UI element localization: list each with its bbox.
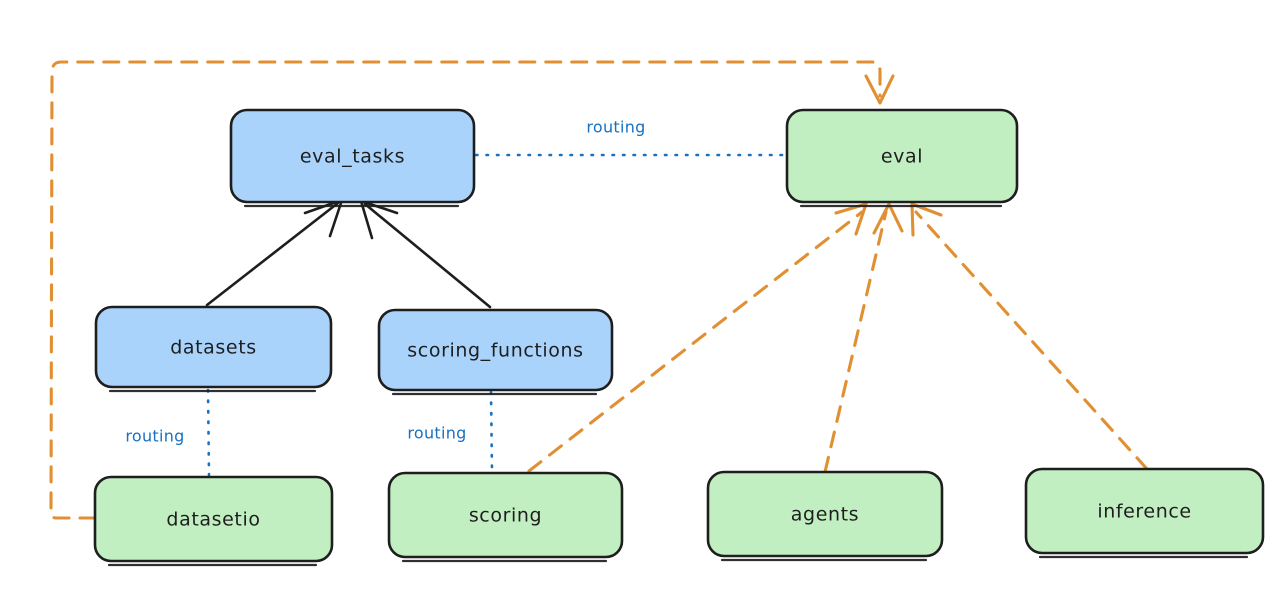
node-agents[interactable]: agents (706, 470, 944, 562)
edge-label-group: routing routing routing (125, 118, 645, 446)
node-label-scoring_functions: scoring_functions (407, 340, 583, 362)
edge-scoring_functions-to-scoring[interactable] (489, 390, 494, 474)
node-group: eval_tasks eval datasets scoring_functionsd… (93, 108, 1265, 567)
node-eval_tasks[interactable]: eval_tasks (229, 108, 476, 208)
edge-label-routing-scoring-functions-scoring: routing (407, 424, 466, 443)
edge-scoring-to-eval[interactable] (527, 202, 868, 473)
node-box-scoring_functions[interactable] (377, 308, 614, 392)
node-box-eval[interactable] (785, 108, 1019, 204)
node-label-scoring: scoring (469, 505, 542, 527)
node-scoring[interactable]: scoring (387, 471, 624, 563)
node-scoring_functions[interactable]: scoring_functions (377, 308, 614, 396)
node-box-inference[interactable] (1024, 467, 1265, 555)
edge-label-routing-datasets-datasetio: routing (125, 427, 184, 446)
node-box-eval_tasks[interactable] (229, 108, 476, 204)
node-box-agents[interactable] (706, 470, 944, 558)
node-eval[interactable]: eval (785, 108, 1019, 208)
edge-datasets-to-datasetio[interactable] (206, 388, 211, 477)
node-label-agents: agents (791, 504, 859, 526)
node-label-inference: inference (1097, 501, 1191, 523)
edge-datasets-to-eval_tasks[interactable] (205, 198, 344, 307)
node-label-datasets: datasets (170, 337, 257, 359)
node-label-datasetio: datasetio (166, 509, 260, 531)
edge-label-routing-eval-tasks-eval: routing (586, 118, 645, 137)
edge-scoring_functions-to-eval_tasks[interactable] (359, 199, 492, 309)
node-datasets[interactable]: datasets (94, 305, 333, 393)
node-box-scoring[interactable] (387, 471, 624, 559)
node-datasetio[interactable]: datasetio (93, 475, 334, 567)
edge-inference-to-eval[interactable] (910, 202, 1149, 471)
node-box-datasets[interactable] (94, 305, 333, 389)
edge-group-composition (205, 198, 492, 309)
edge-group-dependencies (49, 60, 1149, 520)
node-box-datasetio[interactable] (93, 475, 334, 563)
node-inference[interactable]: inference (1024, 467, 1265, 559)
edge-agents-to-eval[interactable] (823, 202, 904, 474)
edge-datasetio-to-eval[interactable] (49, 60, 895, 520)
node-label-eval: eval (881, 146, 923, 168)
node-label-eval_tasks: eval_tasks (300, 146, 405, 168)
edge-group-routing (206, 153, 787, 477)
